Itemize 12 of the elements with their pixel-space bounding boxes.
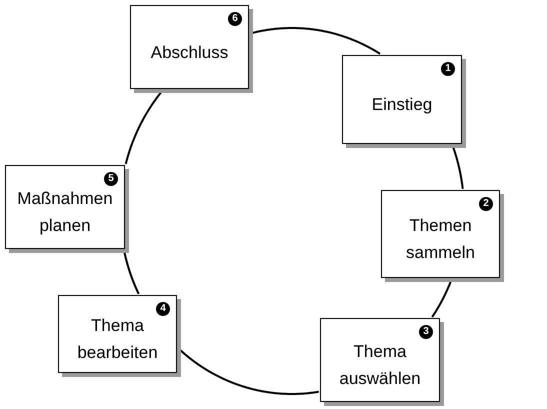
step-number: 5 — [104, 172, 118, 186]
step-number: 2 — [479, 197, 493, 211]
step-label: Maßnahmen planen — [16, 188, 114, 237]
step-label: Thema auswählen — [338, 341, 422, 390]
step-label: Themen sammeln — [405, 215, 476, 264]
step-number: 3 — [419, 325, 433, 339]
step-label: Einstieg — [370, 94, 434, 116]
step-number: 1 — [441, 62, 455, 76]
step-label: Abschluss — [150, 42, 230, 64]
step-label: Thema bearbeiten — [76, 315, 159, 364]
step-number: 6 — [228, 12, 242, 26]
step-number: 4 — [156, 302, 170, 316]
